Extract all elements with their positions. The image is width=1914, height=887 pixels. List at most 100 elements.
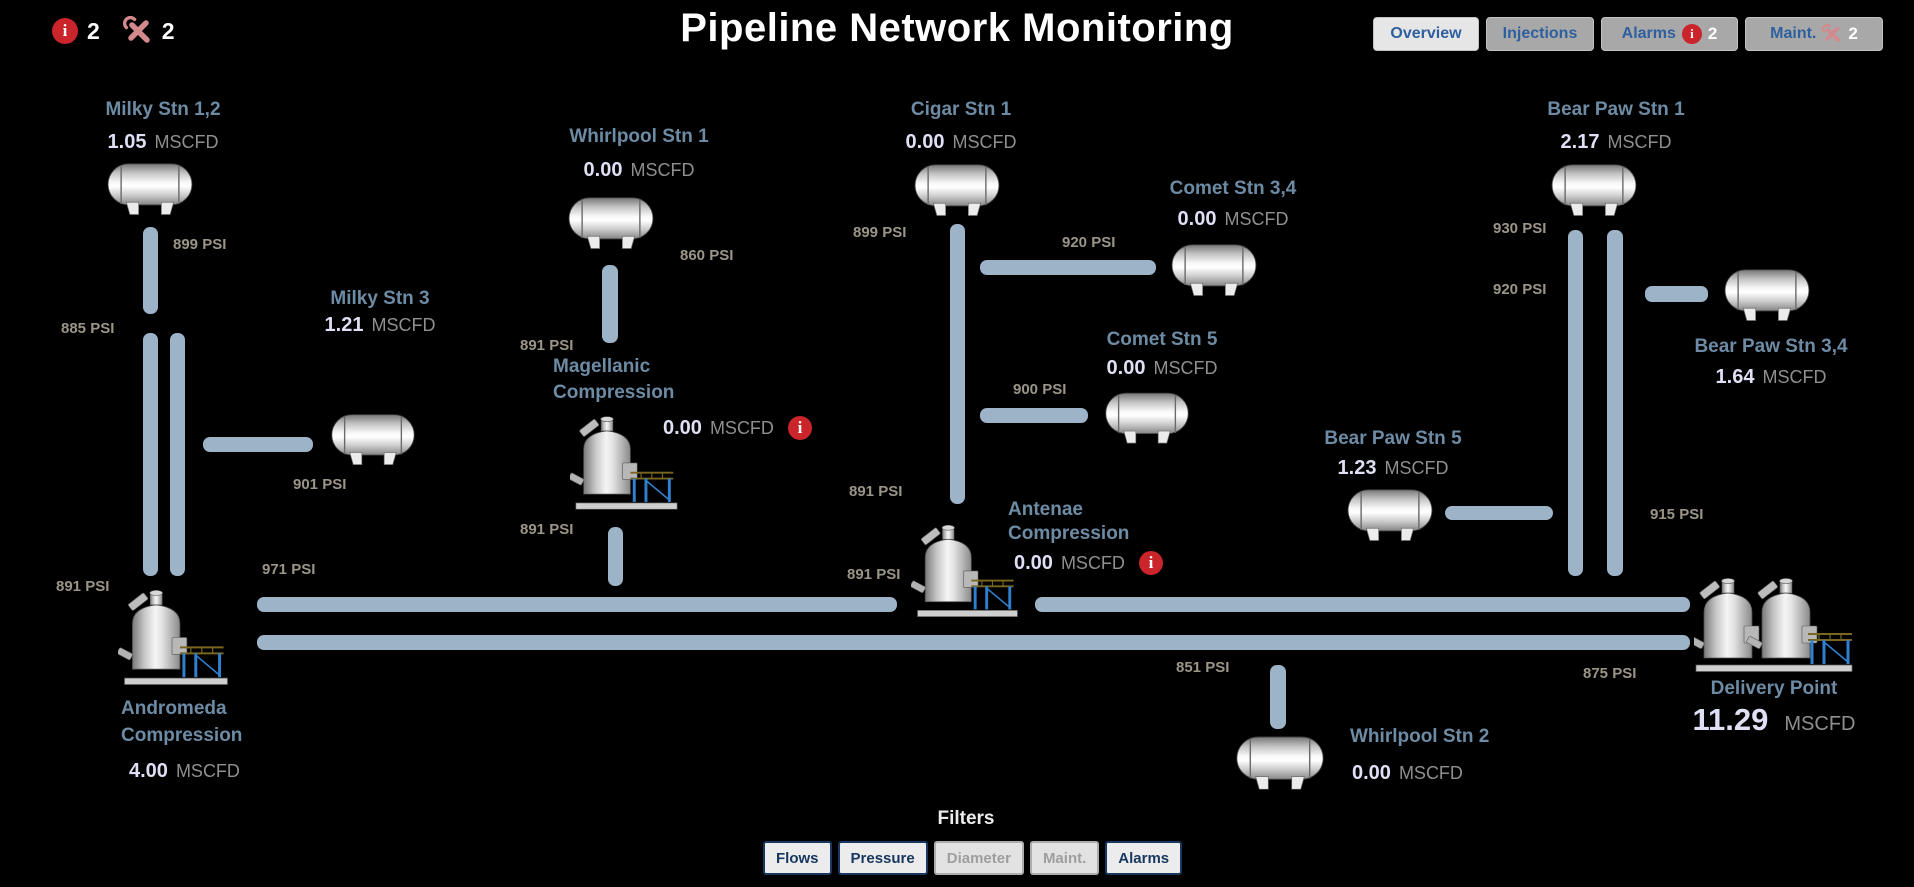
compressor-label-andromeda-1: Andromeda [121,698,227,719]
pipe-segment [1607,230,1623,576]
filter-flows-button[interactable]: Flows [763,841,832,875]
filter-pressure-button[interactable]: Pressure [837,841,928,875]
pressure-label: 891 PSI [56,578,110,595]
station-label-cigar-1: Cigar Stn 1 [910,99,1012,120]
tank-icon-comet-5[interactable] [1104,391,1190,447]
pressure-label: 900 PSI [1013,381,1067,398]
pressure-label: 891 PSI [847,566,901,583]
station-flow-comet-5: 0.00 MSCFD [1106,357,1218,379]
pipe-segment [170,333,185,576]
compressor-label-antenae-2: Compression [1008,523,1130,544]
compressor-flow-antenae: 0.00 MSCFD i [1014,551,1163,575]
pipe-segment [602,265,618,343]
station-flow-cigar-1: 0.00 MSCFD [905,131,1017,153]
pressure-label: 875 PSI [1583,665,1637,682]
pipe-segment [608,527,623,586]
tank-icon-whirlpool-2[interactable] [1235,735,1325,793]
compressor-flow-magellanic: 0.00 MSCFD i [663,416,812,440]
compressor-icon-antenae[interactable] [911,521,1023,619]
tab-injections[interactable]: Injections [1486,17,1594,51]
tank-icon-cigar-1[interactable] [913,163,1001,219]
tank-icon-whirlpool-1[interactable] [567,196,655,252]
pipe-segment [1645,286,1708,302]
tank-icon-comet-34[interactable] [1170,243,1258,299]
magellanic-alert-icon[interactable]: i [787,416,812,440]
page-title: Pipeline Network Monitoring [680,6,1234,50]
station-label-bearpaw-1: Bear Paw Stn 1 [1547,99,1685,120]
station-label-milky-3: Milky Stn 3 [330,288,430,309]
station-flow-whirlpool-1: 0.00 MSCFD [583,159,695,181]
station-flow-bearpaw-34: 1.64 MSCFD [1715,366,1827,388]
pipe-segment [1445,506,1553,520]
pressure-label: 901 PSI [293,476,347,493]
tank-icon-milky-3[interactable] [330,413,416,468]
pressure-label: 899 PSI [173,236,227,253]
pipe-segment [980,408,1088,423]
tab-alarms[interactable]: Alarms i 2 [1601,17,1738,51]
compressor-label-magellanic-2: Compression [553,382,675,403]
pressure-label: 891 PSI [520,521,574,538]
maintenance-tools-icon[interactable] [123,16,153,46]
compressor-label-andromeda-2: Compression [121,725,243,746]
pipe-segment [950,224,965,504]
delivery-point-label: Delivery Point [1710,678,1838,699]
pipe-main-upper-right [1035,597,1690,612]
station-flow-milky-12: 1.05 MSCFD [107,131,219,153]
maint-badge: 2 [1848,24,1858,43]
station-label-comet-5: Comet Stn 5 [1106,329,1218,350]
compressor-label-antenae-1: Antenae [1008,499,1083,520]
station-label-bearpaw-5: Bear Paw Stn 5 [1324,428,1462,449]
pressure-label: 891 PSI [520,337,574,354]
station-label-comet-34: Comet Stn 3,4 [1169,178,1297,199]
filter-diameter-button[interactable]: Diameter [933,841,1024,875]
station-flow-bearpaw-1: 2.17 MSCFD [1560,131,1672,153]
pressure-label: 920 PSI [1062,234,1116,251]
header-status-badges: i 2 2 [52,16,175,46]
antenae-alert-icon[interactable]: i [1138,551,1163,575]
station-flow-whirlpool-2: 0.00 MSCFD [1352,762,1463,784]
filters-bar: Flows Pressure Diameter Maint. Alarms [763,841,1183,875]
pipe-segment [1270,665,1286,729]
station-label-whirlpool-1: Whirlpool Stn 1 [569,126,709,147]
pressure-label: 971 PSI [262,561,316,578]
pressure-label: 860 PSI [680,247,734,264]
delivery-point-flow: 11.29 MSCFD [1692,702,1856,737]
delivery-point-icon[interactable] [1694,570,1854,674]
maint-tools-icon [1822,24,1842,44]
pressure-label: 915 PSI [1650,506,1704,523]
station-flow-milky-3: 1.21 MSCFD [324,314,436,336]
tank-icon-bearpaw-1[interactable] [1550,163,1638,219]
compressor-flow-andromeda: 4.00 MSCFD [129,760,240,782]
tank-icon-bearpaw-34[interactable] [1723,268,1811,324]
station-flow-comet-34: 0.00 MSCFD [1177,208,1289,230]
pipe-segment [980,260,1156,275]
maintenance-count: 2 [161,17,175,44]
station-label-whirlpool-2: Whirlpool Stn 2 [1350,726,1490,747]
pressure-label: 851 PSI [1176,659,1230,676]
pressure-label: 891 PSI [849,483,903,500]
pipe-segment [1568,230,1583,576]
nav-tabs: Overview Injections Alarms i 2 Maint. 2 [1373,17,1883,51]
pipe-main-lower [257,635,1690,650]
alarms-info-icon: i [1681,24,1702,44]
tank-icon-milky-12[interactable] [106,162,194,218]
station-label-milky-12: Milky Stn 1,2 [105,99,221,120]
info-alert-icon[interactable]: i [52,18,78,44]
pressure-label: 885 PSI [61,320,115,337]
pressure-label: 930 PSI [1493,220,1547,237]
info-alert-count: 2 [87,17,100,44]
filter-maint-button[interactable]: Maint. [1029,841,1100,875]
compressor-icon-andromeda[interactable] [118,586,233,687]
compressor-label-magellanic-1: Magellanic [553,356,651,377]
tank-icon-bearpaw-5[interactable] [1346,488,1434,544]
station-flow-bearpaw-5: 1.23 MSCFD [1337,457,1449,479]
tab-overview[interactable]: Overview [1373,17,1479,51]
pressure-label: 899 PSI [853,224,907,241]
pipe-main-upper-left [257,597,897,612]
filter-alarms-button[interactable]: Alarms [1105,841,1183,875]
filters-title: Filters [937,808,995,829]
pipe-segment [143,333,158,576]
pressure-label: 920 PSI [1493,281,1547,298]
pipe-segment [203,437,313,452]
tab-maint[interactable]: Maint. 2 [1745,17,1883,51]
